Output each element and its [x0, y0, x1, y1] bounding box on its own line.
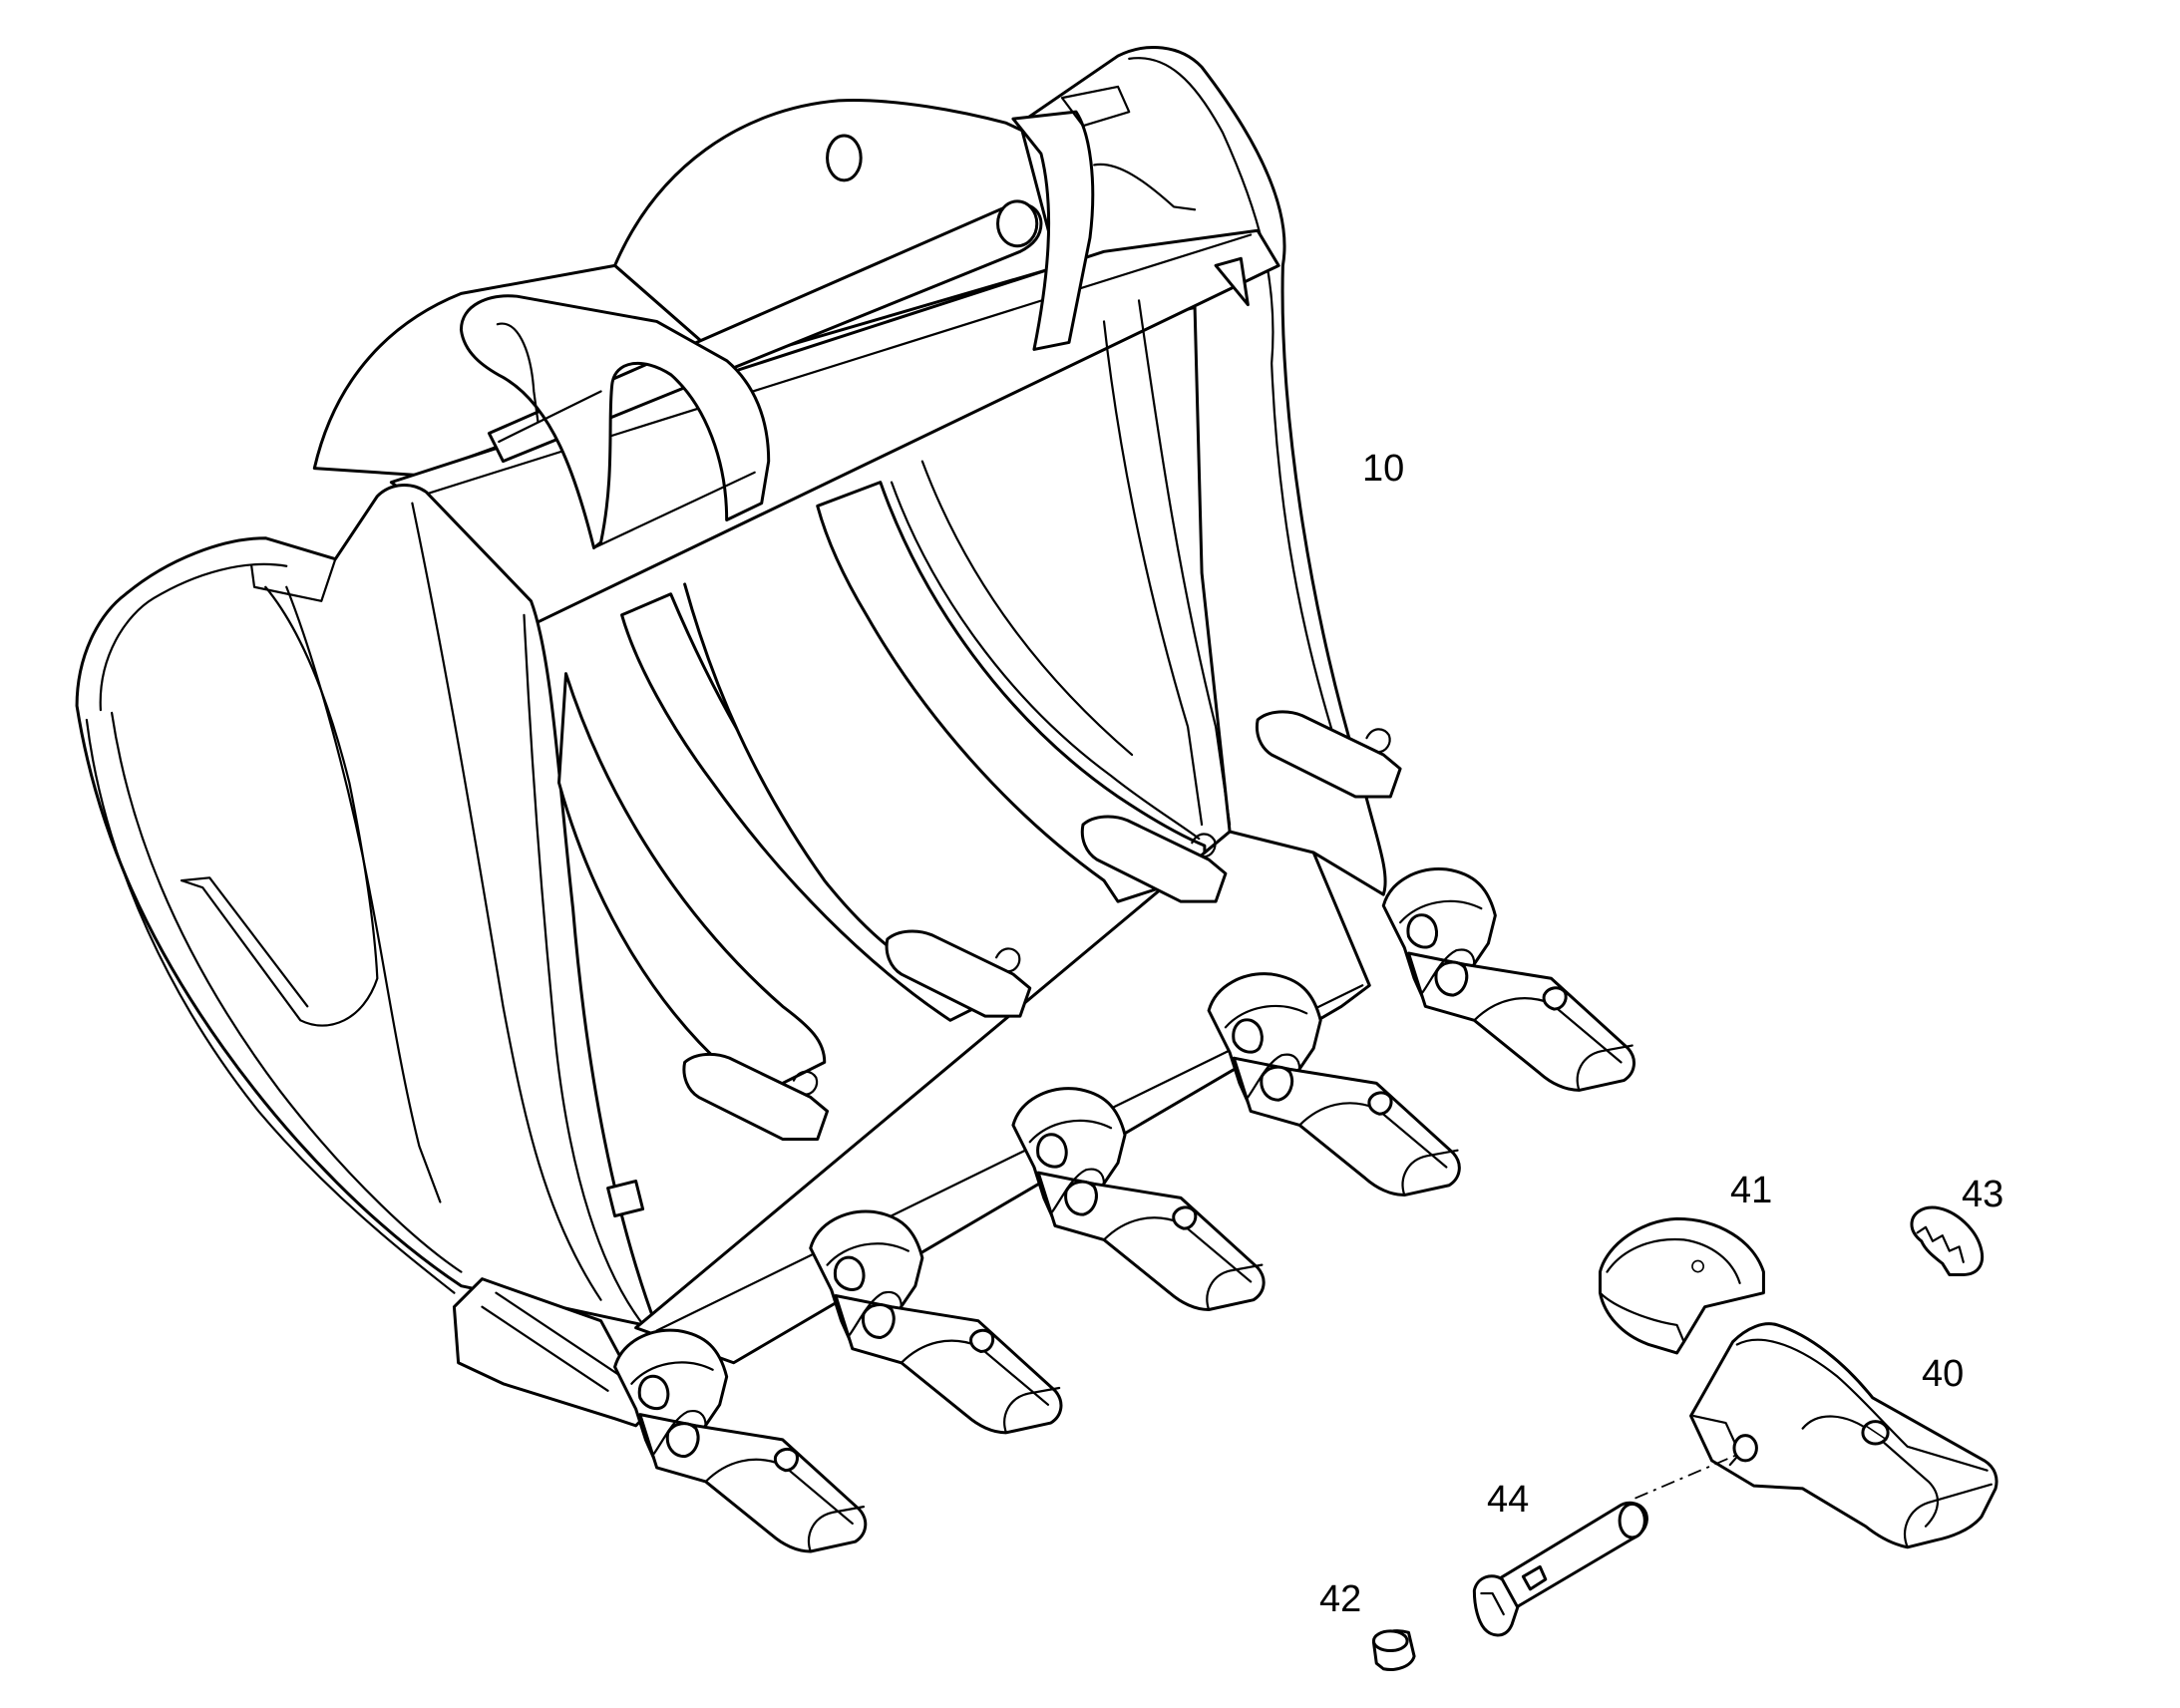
tooth-outline [1066, 1182, 1097, 1214]
tooth-outline [1544, 988, 1566, 1009]
tooth-outline [654, 1411, 706, 1454]
tooth-outline [850, 1292, 902, 1335]
bucket-tooth [1257, 712, 1634, 1090]
callout-43: 43 [1962, 1174, 2004, 1215]
tooth-outline [1408, 915, 1437, 947]
tooth-outline [631, 1362, 712, 1383]
tooth-outline [1052, 1170, 1104, 1212]
callout-40: 40 [1922, 1353, 1965, 1395]
tooth-tip-part [1691, 1324, 1997, 1547]
tooth-outline [1578, 1046, 1633, 1091]
bucket-tooth [684, 1054, 1061, 1432]
pin-part [1474, 1454, 1739, 1635]
tooth-outline [1030, 1121, 1111, 1142]
tooth-outline [1004, 1388, 1059, 1433]
tooth-adapter-nose [1257, 712, 1400, 797]
tooth-outline [1226, 1006, 1306, 1027]
tooth-outline [1207, 1265, 1262, 1310]
bucket-tooth [1082, 817, 1459, 1195]
bucket-teeth [615, 712, 1635, 1551]
tooth-outline [971, 1330, 993, 1351]
tooth-outline [1436, 962, 1467, 995]
tooth-outline [1262, 1067, 1292, 1100]
retainer-part [1912, 1207, 1983, 1274]
tooth-outline [835, 1257, 864, 1289]
tooth-outline [1369, 1093, 1391, 1114]
tooth-outline [639, 1376, 668, 1408]
callout-10: 10 [1362, 448, 1405, 490]
tooth-adapter-nose [1082, 817, 1226, 901]
callout-42: 42 [1319, 1578, 1362, 1620]
tooth-outline [828, 1243, 908, 1264]
bucket-tooth [887, 931, 1264, 1309]
tooth-outline [863, 1305, 894, 1338]
tooth-outline [809, 1507, 864, 1551]
tooth-adapter-nose [887, 931, 1030, 1016]
tooth-outline [1400, 901, 1481, 922]
tooth-retainer [1192, 834, 1215, 856]
tooth-outline [1248, 1055, 1299, 1098]
tooth-retainer [1366, 729, 1389, 752]
adapter-cap-part [1600, 1218, 1763, 1353]
bucket-tooth [615, 1330, 866, 1551]
callout-44: 44 [1487, 1479, 1530, 1521]
tooth-retainer [794, 1072, 817, 1095]
bucket-body [77, 48, 1385, 1426]
tooth-outline [1234, 1020, 1263, 1052]
tooth-adapter-nose [684, 1054, 828, 1139]
tooth-outline [667, 1424, 698, 1457]
bushing-part [1373, 1631, 1414, 1670]
tooth-outline [1403, 1151, 1458, 1196]
tooth-outline [775, 1449, 797, 1470]
callout-41: 41 [1730, 1170, 1773, 1211]
tooth-retainer [996, 948, 1019, 971]
tooth-outline [1038, 1135, 1067, 1167]
tooth-outline [1174, 1207, 1196, 1228]
tooth-outline [1423, 950, 1475, 993]
